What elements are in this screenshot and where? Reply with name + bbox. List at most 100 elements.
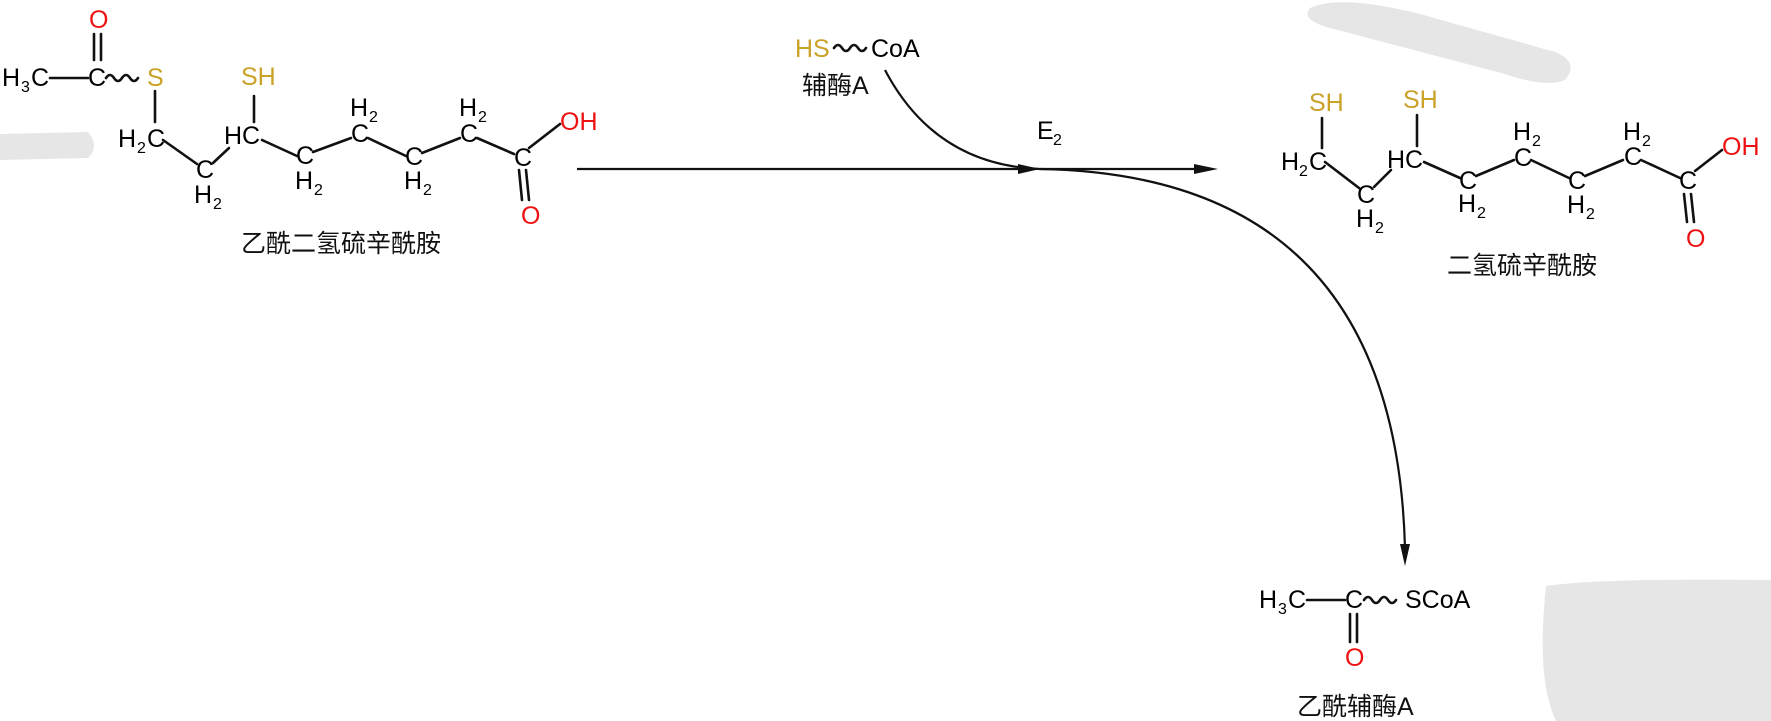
- bond: [311, 136, 353, 154]
- reactant-oh: OH: [560, 108, 598, 136]
- reactant-c: C: [196, 156, 214, 184]
- bond: [1689, 192, 1696, 224]
- bond: [1372, 168, 1393, 189]
- enzyme-label-sub: 2: [1053, 132, 1062, 149]
- product1-sh: SH: [1309, 89, 1344, 117]
- product1-h: H: [1513, 118, 1531, 146]
- product1-o: O: [1686, 225, 1705, 253]
- enzyme-label: E: [1037, 117, 1054, 145]
- reactant-h3c-c: C: [31, 64, 49, 92]
- product1-c: C: [1459, 167, 1477, 195]
- reactant-h-sub: 2: [478, 109, 487, 126]
- coenzyme-name: 辅酶A: [802, 72, 869, 100]
- product1-molecule: SH H 2 C C H 2 HC SH C H 2 C H 2 C H 2 C…: [1281, 86, 1760, 280]
- bond: [1682, 192, 1689, 224]
- product2-o: O: [1345, 644, 1364, 672]
- product1-h-sub: 2: [1586, 206, 1595, 223]
- product2-h3c-c: C: [1288, 586, 1306, 614]
- product1-h-sub: 2: [1477, 205, 1486, 222]
- bond: [366, 136, 408, 158]
- bond: [260, 138, 299, 158]
- bond: [1474, 158, 1516, 178]
- bond: [475, 136, 516, 156]
- reactant-h: H: [459, 94, 477, 122]
- wavy-bond: [104, 73, 140, 83]
- reactant-h3c-h: H: [2, 64, 20, 92]
- bond: [1422, 160, 1462, 180]
- bond: [1323, 160, 1361, 190]
- reactant-h-sub: 2: [369, 109, 378, 126]
- reactant-name: 乙酰二氢硫辛酰胺: [241, 230, 441, 258]
- reactant-h: H: [404, 167, 422, 195]
- reactant-molecule: H 3 C C O S H 2 C C H 2 HC SH C H 2 C H: [2, 6, 598, 258]
- product1-oh: OH: [1722, 133, 1760, 161]
- coenzyme-a: HS CoA 辅酶A: [795, 35, 920, 100]
- product1-h: H: [1458, 190, 1476, 218]
- product1-c: C: [1624, 143, 1642, 171]
- reactant-h-sub: 2: [314, 182, 323, 199]
- product-out-arrow-head: [1400, 544, 1410, 566]
- product1-c: C: [1514, 144, 1532, 172]
- bond: [517, 168, 524, 202]
- reactant-h2c-h: H: [118, 125, 136, 153]
- reactant-h-sub: 2: [423, 182, 432, 199]
- reaction-arrows: [577, 69, 1410, 566]
- product1-h-sub: 2: [1299, 163, 1308, 180]
- background-smudge: [1307, 2, 1571, 83]
- product1-hc: HC: [1387, 146, 1423, 174]
- background-smudge: [0, 132, 94, 160]
- wavy-bond: [1362, 595, 1398, 605]
- reactant-c: C: [296, 142, 314, 170]
- reactant-c: C: [351, 120, 369, 148]
- reactant-h: H: [194, 181, 212, 209]
- product1-h: H: [1567, 191, 1585, 219]
- reactant-hc: HC: [224, 122, 260, 150]
- product1-h-sub: 2: [1375, 220, 1384, 237]
- main-arrow-head: [1194, 164, 1218, 174]
- bond: [1583, 158, 1625, 178]
- reactant-s: S: [147, 64, 164, 92]
- background-smudge: [1542, 579, 1771, 721]
- coenzyme-hs: HS: [795, 35, 830, 63]
- reactant-sh: SH: [241, 63, 276, 91]
- product1-carboxyl-c: C: [1679, 167, 1697, 195]
- bond: [1529, 158, 1571, 180]
- product1-c: C: [1309, 148, 1327, 176]
- wavy-bond: [832, 43, 868, 53]
- product2-scoa: SCoA: [1405, 586, 1471, 614]
- product1-c: C: [1568, 167, 1586, 195]
- product2-h3c-sub: 3: [1278, 601, 1287, 618]
- coenzyme-in-curve: [884, 69, 1041, 171]
- reactant-carboxyl-c: C: [514, 144, 532, 172]
- coenzyme-coa: CoA: [871, 35, 920, 63]
- product-out-curve: [1039, 167, 1407, 549]
- product1-name: 二氢硫辛酰胺: [1447, 252, 1597, 280]
- product1-c: C: [1357, 181, 1375, 209]
- reactant-o-bottom: O: [521, 202, 540, 230]
- reactant-h3c-sub: 3: [21, 79, 30, 96]
- reactant-h-sub: 2: [213, 196, 222, 213]
- reactant-acyl-c: C: [88, 64, 106, 92]
- bond: [1639, 158, 1682, 180]
- bond: [524, 168, 531, 202]
- product1-h-sub: 2: [1642, 133, 1651, 150]
- reactant-h2c-sub: 2: [137, 140, 146, 157]
- reactant-c: C: [405, 143, 423, 171]
- product1-sh: SH: [1403, 86, 1438, 114]
- product1-h: H: [1356, 205, 1374, 233]
- reactant-h: H: [295, 167, 313, 195]
- product1-h: H: [1623, 118, 1641, 146]
- bond: [1693, 148, 1724, 173]
- product1-h-sub: 2: [1532, 133, 1541, 150]
- product1-h: H: [1281, 148, 1299, 176]
- bond: [527, 122, 562, 150]
- reactant-c: C: [460, 120, 478, 148]
- reactant-o-top: O: [89, 6, 108, 34]
- product2-acyl-c: C: [1345, 586, 1363, 614]
- product2-name: 乙酰辅酶A: [1297, 693, 1414, 721]
- reactant-h: H: [350, 94, 368, 122]
- bond: [420, 136, 462, 155]
- bond: [211, 146, 231, 165]
